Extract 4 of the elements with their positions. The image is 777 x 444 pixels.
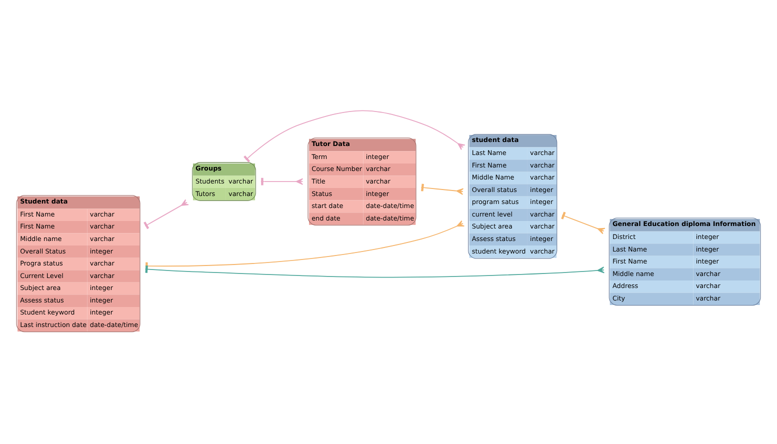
connector	[260, 177, 304, 185]
connector	[561, 211, 606, 234]
connector	[420, 183, 464, 194]
connector	[144, 198, 189, 229]
